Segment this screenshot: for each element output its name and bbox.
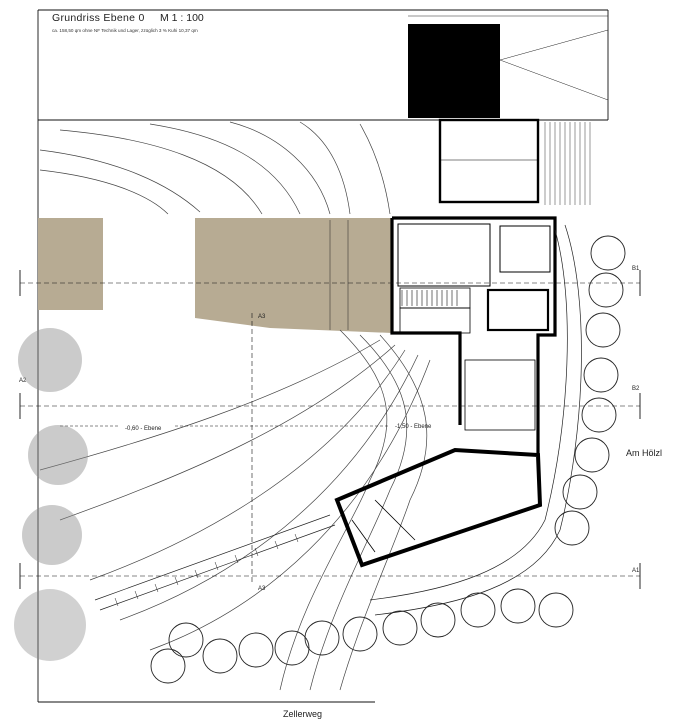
level-label-middle: -1,50 - Ebene <box>395 424 432 430</box>
building-block-north <box>408 24 500 118</box>
stair-hatching <box>544 122 591 205</box>
section-marker-b2: B2 <box>632 386 640 392</box>
garage <box>438 118 540 204</box>
section-marker-a3-top: A3 <box>258 314 266 320</box>
terrain-area-west <box>38 218 103 310</box>
section-line-ends <box>19 270 641 589</box>
section-marker-a2: A2 <box>19 378 27 384</box>
drawing-title: Grundriss Ebene 0 <box>52 12 145 24</box>
section-marker-b1: B1 <box>632 266 640 272</box>
stippled-trees <box>14 328 88 661</box>
section-lines <box>20 282 640 585</box>
sheet-frame <box>37 9 609 703</box>
dimension-lines <box>329 15 609 330</box>
ramp-ticks <box>114 533 299 607</box>
tree-circles <box>150 235 626 684</box>
building-walls <box>334 216 557 568</box>
ramp-lines <box>94 224 582 616</box>
internal-stairs <box>401 290 458 306</box>
section-marker-a1: A1 <box>632 568 640 574</box>
street-label-east: Am Hölzl <box>626 448 663 458</box>
section-marker-a3-bottom: A3 <box>258 586 266 592</box>
level-label-west: -0,60 - Ebene <box>125 426 162 432</box>
drawing-scale: M 1 : 100 <box>160 12 204 24</box>
contour-lines <box>39 121 431 691</box>
terrain-area-middle <box>195 218 392 333</box>
street-label-south: Zellerweg <box>283 709 323 719</box>
drawing-subtitle: ca. 158,50 qm ohne NF Technik und Lager,… <box>52 28 198 33</box>
